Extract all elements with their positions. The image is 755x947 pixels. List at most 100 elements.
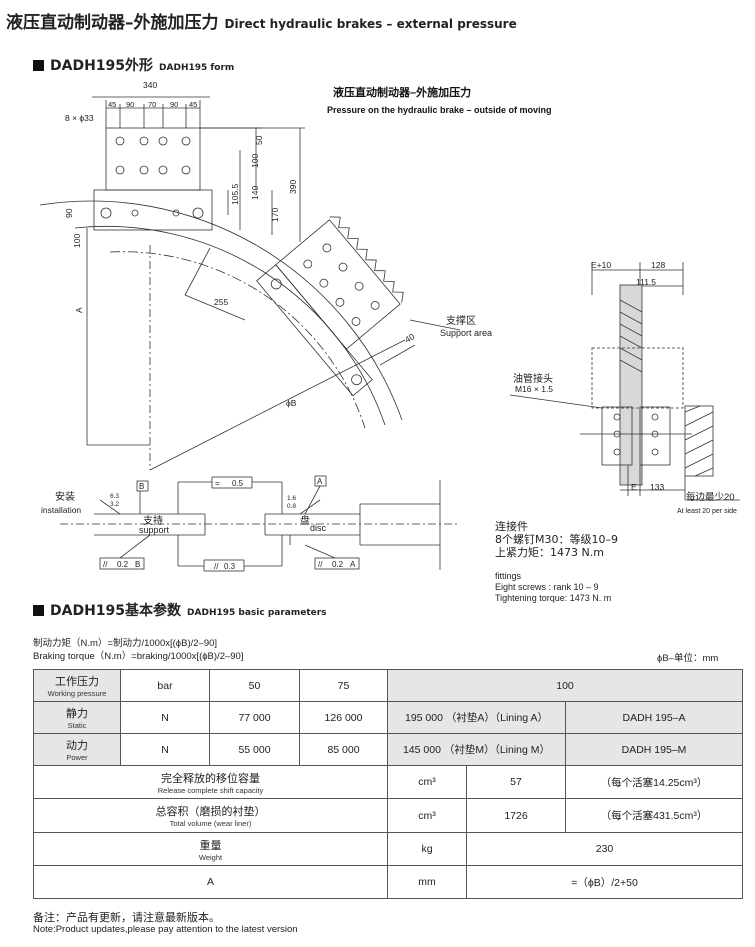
parallel-b-ref: B (135, 560, 140, 569)
total-volume-label: 总容积（磨损的衬垫）Total volume (wear liner) (33, 798, 388, 833)
dim-70: 70 (148, 100, 156, 109)
support-cn: 支持 (143, 514, 163, 527)
formula-en: Braking torque（N.m）=braking/1000x[(ϕB)/2… (33, 651, 244, 662)
fittings-cn-title: 连接件 (495, 520, 528, 533)
dim-105-5: 105.5 (230, 183, 240, 205)
table-row: A mm =（ϕB）/2+50 (33, 865, 744, 899)
dim-a: A (74, 307, 84, 313)
bullet-square-icon (33, 60, 44, 71)
dim-90-right: 90 (170, 100, 178, 109)
note-en: Note:Product updates,please pay attentio… (33, 924, 298, 935)
a-formula: =（ϕB）/2+50 (465, 865, 744, 899)
dim-111-5: 111.5 (636, 277, 656, 287)
table-row: 总容积（磨损的衬垫）Total volume (wear liner) cm³ … (33, 798, 744, 833)
dim-phi-b: ϕB (286, 398, 297, 408)
disc-mid-arc (74, 225, 386, 426)
drawing-caption-en: Pressure on the hydraulic brake – outsid… (327, 105, 552, 115)
parallel-a-value: 0.2 (332, 560, 344, 569)
a-label: A (33, 865, 388, 899)
installation-label-en: installation (41, 505, 81, 515)
dim-90-angle: 90 (64, 208, 74, 218)
static-v2: 126 000 (299, 701, 388, 734)
disc-cn: 盘 (300, 514, 310, 527)
weight-unit: kg (387, 832, 467, 866)
min-per-side-cn: 每边最少20 (686, 491, 735, 503)
a-unit: mm (387, 865, 467, 899)
disc-inner-arc (109, 251, 366, 429)
datum-a-box: A (317, 477, 323, 486)
parallel-b-value: 0.2 (117, 560, 129, 569)
shift-capacity-value: 57 (466, 765, 566, 799)
weight-value: 230 (465, 832, 744, 866)
dim-255: 255 (214, 297, 228, 307)
working-pressure-v3: 100 (386, 669, 744, 702)
power-v1: 55 000 (209, 733, 300, 766)
static-v3: 195 000 （衬垫A）（Lining A） (387, 701, 566, 734)
parallel-a-icon: // (318, 560, 323, 569)
flatness-icon: = (215, 479, 220, 488)
support-area-en: Support area (440, 328, 492, 338)
dim-45-right: 45 (189, 100, 197, 109)
parallel-tolerance-0-3: 0.3 (224, 562, 236, 571)
total-volume-unit: cm³ (387, 798, 467, 833)
power-v2: 85 000 (299, 733, 388, 766)
fittings-cn: 连接件 8个螺钉M30：等级10–9 上紧力矩：1473 N.m (495, 520, 618, 559)
roughness-0-8: 0.8 (287, 503, 296, 510)
working-pressure-v1: 50 (209, 669, 300, 702)
dim-140: 140 (250, 186, 260, 200)
dim-100-angle: 100 (72, 234, 82, 248)
dim-e-plus-10: E+10 (591, 260, 611, 270)
dim-133: 133 (650, 482, 664, 492)
dim-170: 170 (270, 208, 280, 222)
shift-capacity-unit: cm³ (387, 765, 467, 799)
pipe-joint-cn: 油管接头 (513, 372, 553, 385)
page-title-cn: 液压直动制动器–外施加压力 (6, 13, 219, 33)
bullet-square-icon (33, 605, 44, 616)
total-volume-note: （每个活塞431.5cm³） (564, 798, 744, 833)
power-model: DADH 195–M (564, 733, 744, 766)
dim-128: 128 (651, 260, 665, 270)
fittings-en-line1: Eight screws : rank 10 – 9 (495, 582, 599, 592)
disc-outer-arc (39, 200, 403, 421)
flatness-tolerance-0-5: 0.5 (232, 479, 244, 488)
fittings-cn-line1: 8个螺钉M30：等级10–9 (495, 533, 618, 546)
support-area-cn: 支撑区 (446, 314, 476, 327)
dim-e: E (631, 482, 637, 492)
pipe-joint-spec: M16 × 1.5 (515, 384, 553, 394)
total-volume-value: 1726 (466, 798, 566, 833)
dim-45-left: 45 (108, 100, 116, 109)
brake-drawing: 340 45 90 70 90 45 8 × ϕ33 50 100 140 10… (39, 80, 740, 572)
unit-note: ϕB–单位：mm (657, 653, 719, 664)
parallel-icon: // (214, 562, 219, 571)
dim-390: 390 (288, 180, 298, 194)
power-unit: N (120, 733, 210, 766)
fittings-en: fittings Eight screws : rank 10 – 9 Tigh… (495, 571, 611, 604)
min-per-side-en: At least 20 per side (677, 508, 737, 515)
roughness-3-2: 3.2 (110, 501, 119, 508)
dim-90-left: 90 (126, 100, 134, 109)
section-form-title-en: DADH195 form (159, 63, 235, 73)
dim-50: 50 (254, 135, 264, 145)
installation-label-cn: 安装 (55, 490, 75, 503)
working-pressure-v2: 75 (299, 669, 388, 702)
fittings-en-line2: Tightening torque: 1473 N. m (495, 593, 612, 603)
formula-cn: 制动力矩（N.m）=制动力/1000x[(ϕB)/2–90] (33, 638, 218, 649)
disc-en: disc (310, 523, 327, 533)
page-title-en: Direct hydraulic brakes – external press… (224, 17, 517, 31)
dim-40: 40 (403, 331, 416, 345)
shift-capacity-note: （每个活塞14.25cm³） (564, 765, 744, 799)
working-pressure-unit: bar (120, 669, 210, 702)
dim-100: 100 (250, 154, 260, 168)
section-params-title-en: DADH195 basic parameters (187, 608, 327, 618)
